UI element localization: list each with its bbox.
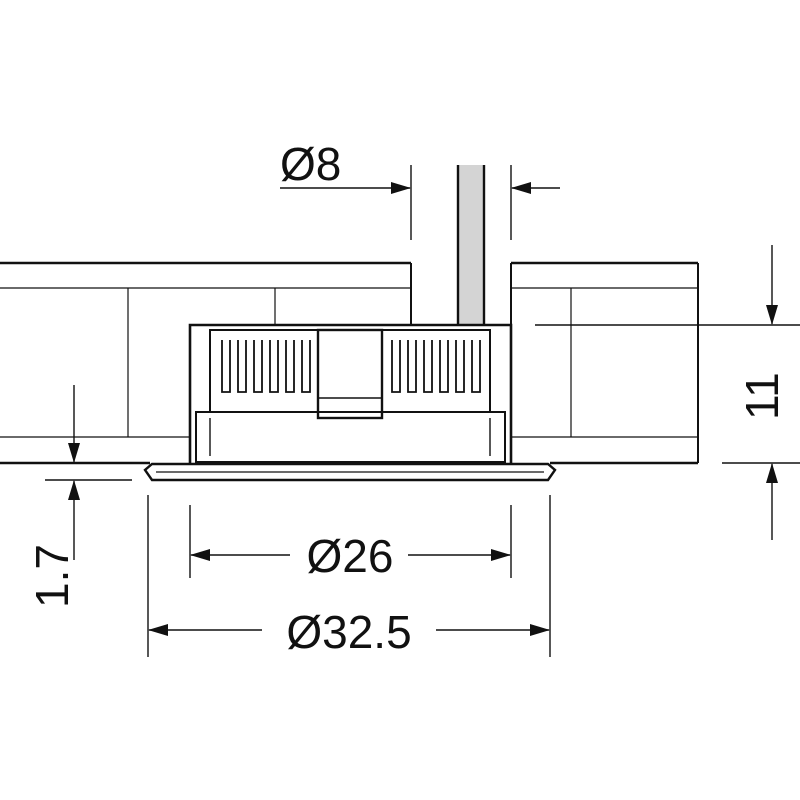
dimension-cable-diameter — [280, 165, 560, 240]
luminaire-body — [143, 323, 557, 482]
label-cutout-diameter: Ø26 — [307, 530, 394, 582]
luminaire-collar — [195, 411, 506, 463]
heatsink-fins-left — [221, 340, 311, 393]
dimension-cutout-diameter — [189, 505, 512, 578]
dimension-flange-diameter — [147, 495, 551, 657]
connector-block — [316, 328, 384, 420]
label-flange-diameter: Ø32.5 — [286, 606, 411, 658]
label-flange-thickness: 1.7 — [26, 544, 78, 608]
dimension-flange-thickness — [20, 385, 132, 560]
panel-section — [0, 261, 699, 465]
label-height: 11 — [736, 372, 788, 420]
cable — [456, 165, 486, 325]
dimension-height — [535, 245, 800, 540]
label-cable-diameter: Ø8 — [280, 138, 341, 190]
heatsink-fins-right — [391, 340, 481, 393]
